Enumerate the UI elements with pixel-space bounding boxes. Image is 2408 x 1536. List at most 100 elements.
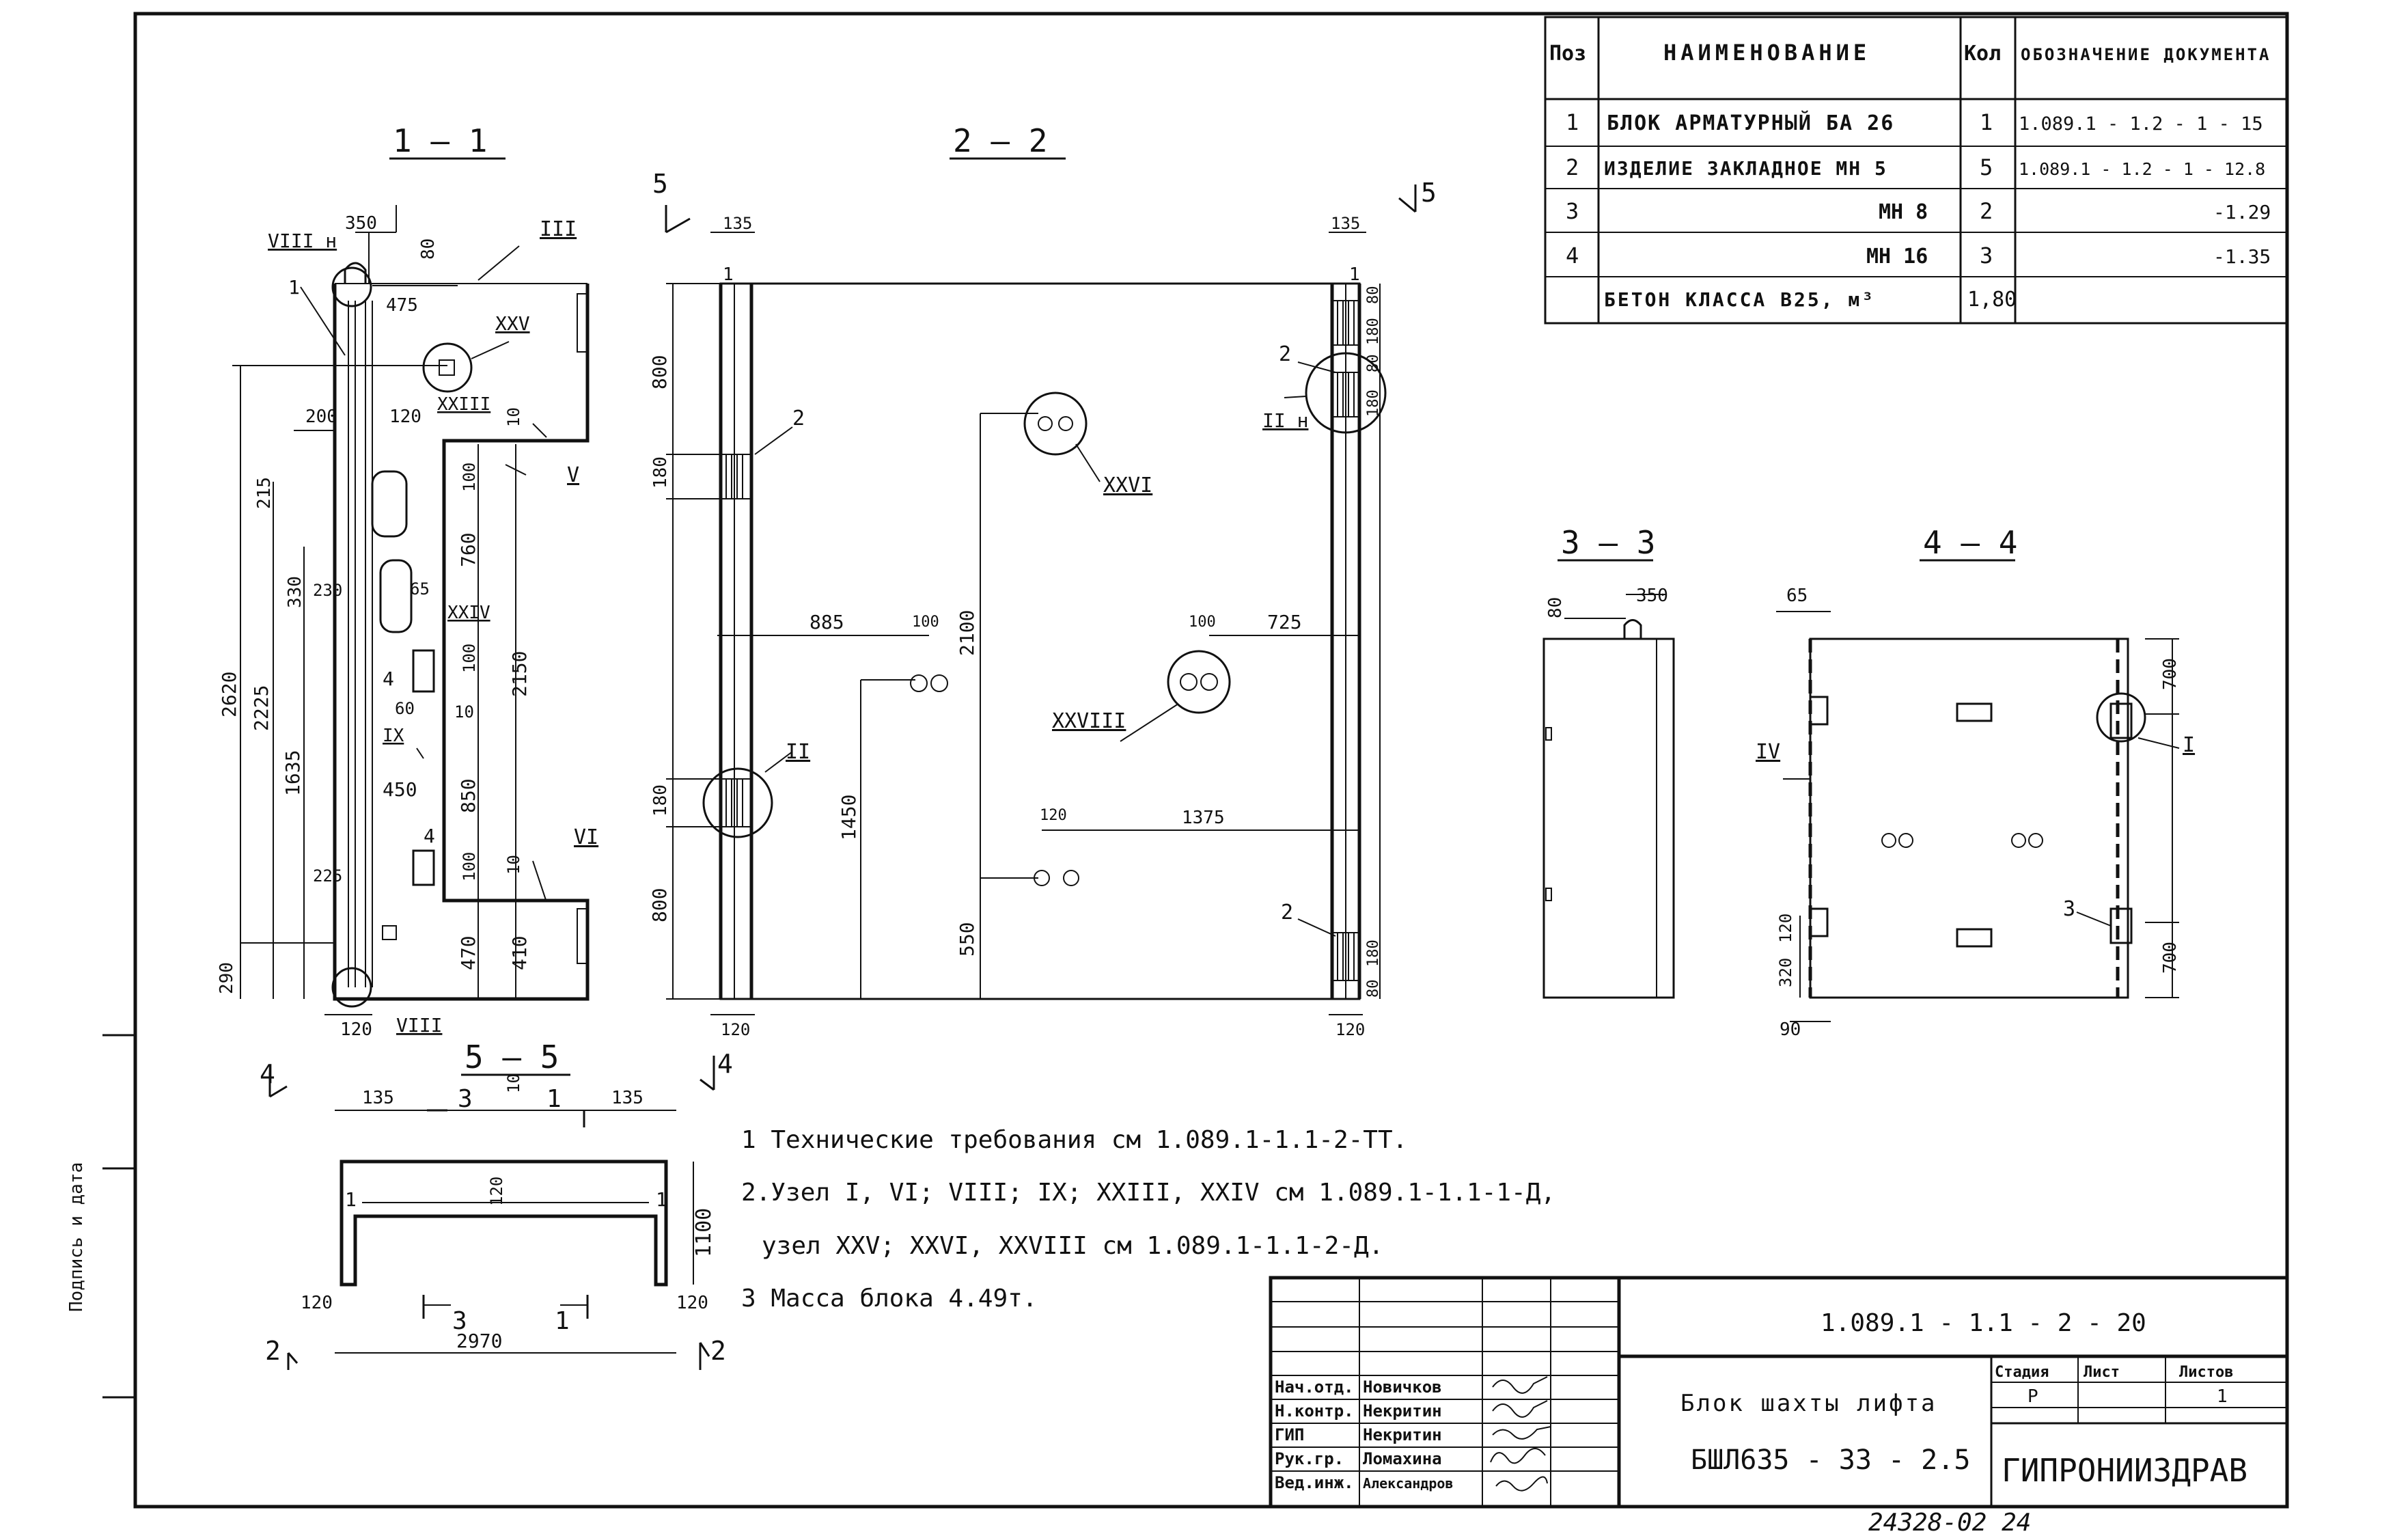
section-title: 1 — 1 [393,122,487,159]
sheet-header: Лист [2084,1364,2120,1381]
cut-label: 2 [265,1336,281,1366]
dim-label: 120 [487,1177,506,1206]
dim-label: 350 [345,213,377,234]
spec-row-doc: 1.089.1 - 1.2 - 1 - 15 [2019,113,2263,135]
dim-label: 80 [1365,286,1382,305]
dim-label: 850 [457,778,480,813]
spec-header-name: НАИМЕНОВАНИЕ [1663,40,1870,66]
node-label: XXV [495,312,530,335]
spec-row-doc: -1.29 [2213,201,2271,223]
node-label: IV [1756,740,1780,764]
signature-scribble [1495,1476,1548,1492]
dim-label: 135 [611,1088,643,1108]
dim-label: 1635 [281,750,304,796]
person-name: Некритин [1363,1401,1442,1421]
dim-label: 760 [457,532,480,567]
dim-label: 100 [912,614,939,631]
section-2-2: 2 — 2 [648,122,1437,1039]
node-label: VIII н [268,230,337,252]
person-name: Александров [1363,1475,1453,1492]
node-label: III [540,217,577,241]
cut-label: 5 [652,169,668,199]
mark-label: 2 [792,407,805,430]
dim-label: 2150 [508,651,531,697]
dim-label: 180 [1365,318,1382,345]
role-label: Н.контр. [1275,1401,1354,1421]
dim-label: 2620 [218,672,240,717]
dim-label: 230 [313,581,342,600]
dim-label: 320 [1776,958,1795,987]
sheets-header: Листов [2179,1364,2233,1381]
person-name: Новичков [1363,1377,1442,1397]
dim-label: 120 [1776,914,1795,943]
dim-label: 80 [1365,980,1382,998]
dim-label: 100 [460,852,479,881]
person-name: Ломахина [1363,1449,1442,1468]
section-title: 5 — 5 [465,1039,559,1075]
dim-label: 550 [956,922,978,957]
dim-label: 3 [452,1307,467,1335]
dim-label: 215 [254,477,275,509]
spec-row-pos: 3 [1566,198,1579,224]
dim-label: 1 [555,1307,570,1335]
mark-label: 1 [288,276,300,299]
dim-label: 800 [648,355,671,389]
spec-header-qty: Кол [1964,42,2001,66]
section-1-1: 1 — 1 [217,122,598,1093]
node-label: V [567,463,579,487]
node-label: XXVIII [1052,709,1126,733]
dim-label: 120 [721,1020,750,1039]
dim-label: 120 [340,1019,372,1040]
note-line: 1 Технические требования см 1.089.1-1.1-… [741,1126,1407,1154]
dim-label: 120 [1336,1020,1365,1039]
signature-scribble [1492,1426,1551,1440]
dim-label: 100 [460,463,479,492]
spec-row-doc: -1.35 [2213,245,2271,268]
footer-number: 24328-02 24 [1868,1509,2031,1536]
stage-value: Р [2028,1386,2038,1407]
dim-label: 450 [383,778,417,801]
spec-row-qty: 3 [1980,243,1993,269]
dim-label: 1375 [1182,808,1225,828]
dim-label: 885 [809,611,844,633]
dim-label: 65 [410,579,430,599]
note-line: узел XXV; XXVI, XXVIII см 1.089.1-1.1-2-… [762,1232,1383,1260]
signature-scribble [1492,1376,1548,1394]
dim-label: 800 [648,888,671,922]
section-title: 2 — 2 [953,122,1047,159]
dim-label: 80 [1365,355,1382,373]
dim-label: 120 [1040,807,1067,824]
dim-label: 10 [504,1073,523,1093]
section-4-4: 4 — 4 65 700 700 320 120 90 IV I 3 [1756,524,2195,1040]
cut-label: 4 [717,1049,733,1079]
spec-row-name: БЕТОН КЛАССА В25, м³ [1604,288,1875,311]
node-label: XXIV [447,603,490,623]
dim-label: 65 [1786,586,1808,606]
dim-label: 475 [386,295,418,316]
dim-label: 135 [723,214,752,233]
dim-label: 120 [301,1293,333,1313]
spec-row-name: БЛОК АРМАТУРНЫЙ БА 26 [1607,111,1894,135]
mark-label: 1 [656,1188,667,1211]
role-label: ГИП [1275,1425,1304,1444]
spec-row-doc: 1.089.1 - 1.2 - 1 - 12.8 [2019,159,2265,179]
stage-header: Стадия [1995,1364,2049,1381]
dim-label: 1450 [838,795,860,840]
dim-label: 100 [460,644,479,673]
dim-label: 135 [362,1088,394,1108]
spec-row-qty: 2 [1980,198,1993,224]
mark-label: 4 [424,825,435,847]
node-label: XXVI [1103,474,1152,497]
sheet-frame [133,12,2289,1509]
dim-label: 10 [504,855,523,875]
node-label: II [786,740,810,764]
spec-row-name: МН 8 [1879,200,1928,224]
dim-label: 120 [676,1293,708,1313]
section-3-3: 3 — 3 80 350 [1542,524,1675,999]
notes: 1 Технические требования см 1.089.1-1.1-… [741,1126,1555,1313]
mark-label: 1 [1349,264,1360,285]
dim-label: 200 [305,407,337,427]
spec-row-pos: 2 [1566,154,1579,180]
spec-row-name: МН 16 [1866,245,1928,269]
